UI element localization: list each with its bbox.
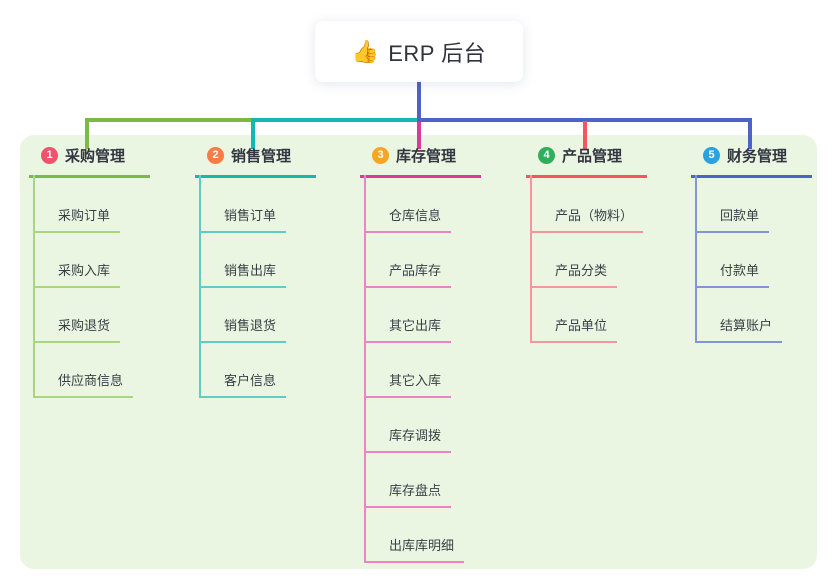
branches-panel <box>20 135 817 569</box>
sub-item[interactable]: 回款单 <box>695 205 770 233</box>
branch-title: 产品管理 <box>562 147 623 165</box>
sub-item[interactable]: 结算账户 <box>695 315 783 343</box>
sub-item[interactable]: 客户信息 <box>199 370 287 398</box>
branch-number-badge: 5 <box>703 146 720 164</box>
connector-branch3-drop <box>417 121 421 149</box>
sub-item[interactable]: 出库库明细 <box>364 535 465 563</box>
connector-branch5-horizontal <box>417 118 752 122</box>
branch-title: 采购管理 <box>65 147 126 165</box>
branch-number-badge: 4 <box>538 146 555 164</box>
branch-item-row: 仓库信息 <box>360 178 481 233</box>
connector-branch2-horizontal <box>251 118 421 122</box>
branch-item-row: 库存调拨 <box>360 398 481 453</box>
sub-item[interactable]: 产品库存 <box>364 260 452 288</box>
branch-header[interactable]: 1 采购管理 <box>29 135 150 178</box>
root-title: ERP 后台 <box>388 40 487 66</box>
connector-branch1-horizontal <box>85 118 255 122</box>
root-node[interactable]: 👍 ERP 后台 <box>315 21 523 82</box>
branch-column-2: 2 销售管理 销售订单销售出库销售退货客户信息 <box>195 135 316 398</box>
branch-item-row: 销售出库 <box>195 233 316 288</box>
branch-item-row: 产品（物料） <box>526 178 647 233</box>
sub-item[interactable]: 仓库信息 <box>364 205 452 233</box>
branch-column-1: 1 采购管理 采购订单采购入库采购退货供应商信息 <box>29 135 150 398</box>
sub-item[interactable]: 产品（物料） <box>530 205 644 233</box>
thumbs-up-icon: 👍 <box>351 38 380 64</box>
branch-item-row: 结算账户 <box>691 288 812 343</box>
branch-items: 产品（物料） 产品分类产品单位 <box>526 175 647 343</box>
sub-item[interactable]: 采购订单 <box>33 205 121 233</box>
branch-rail-line <box>530 175 532 343</box>
branch-item-row: 客户信息 <box>195 343 316 398</box>
sub-item[interactable]: 付款单 <box>695 260 770 288</box>
branch-rail-line <box>364 175 366 563</box>
branch-items: 回款单付款单结算账户 <box>691 175 812 343</box>
branch-column-3: 3 库存管理 仓库信息产品库存其它出库其它入库库存调拨库存盘点出库库明细 <box>360 135 481 563</box>
branch-item-row: 回款单 <box>691 178 812 233</box>
connector-root-stem <box>417 81 421 122</box>
sub-item[interactable]: 其它入库 <box>364 370 452 398</box>
branch-number-badge: 2 <box>207 146 224 164</box>
branch-item-row: 其它出库 <box>360 288 481 343</box>
branch-header[interactable]: 4 产品管理 <box>526 135 647 178</box>
branch-item-row: 采购入库 <box>29 233 150 288</box>
sub-item[interactable]: 销售退货 <box>199 315 287 343</box>
branch-item-row: 销售退货 <box>195 288 316 343</box>
connector-branch1-drop <box>85 118 89 149</box>
sub-item[interactable]: 采购入库 <box>33 260 121 288</box>
branch-items: 采购订单采购入库采购退货供应商信息 <box>29 175 150 398</box>
branch-item-row: 采购退货 <box>29 288 150 343</box>
branch-item-row: 销售订单 <box>195 178 316 233</box>
sub-item[interactable]: 其它出库 <box>364 315 452 343</box>
branch-column-5: 5 财务管理 回款单付款单结算账户 <box>691 135 812 343</box>
branch-item-row: 出库库明细 <box>360 508 481 563</box>
sub-item[interactable]: 产品分类 <box>530 260 618 288</box>
sub-item[interactable]: 销售订单 <box>199 205 287 233</box>
branch-title: 财务管理 <box>727 147 788 165</box>
branch-header[interactable]: 3 库存管理 <box>360 135 481 178</box>
connector-branch2-drop <box>251 118 255 149</box>
branch-items: 仓库信息产品库存其它出库其它入库库存调拨库存盘点出库库明细 <box>360 175 481 563</box>
branch-item-row: 其它入库 <box>360 343 481 398</box>
sub-item[interactable]: 供应商信息 <box>33 370 134 398</box>
branch-header[interactable]: 2 销售管理 <box>195 135 316 178</box>
branch-title: 销售管理 <box>231 147 292 165</box>
branch-column-4: 4 产品管理 产品（物料） 产品分类产品单位 <box>526 135 647 343</box>
sub-item[interactable]: 采购退货 <box>33 315 121 343</box>
sub-item[interactable]: 库存调拨 <box>364 425 452 453</box>
branch-header[interactable]: 5 财务管理 <box>691 135 812 178</box>
sub-item[interactable]: 销售出库 <box>199 260 287 288</box>
sub-item[interactable]: 库存盘点 <box>364 480 452 508</box>
branch-number-badge: 1 <box>41 146 58 164</box>
branch-item-row: 产品库存 <box>360 233 481 288</box>
branch-number-badge: 3 <box>372 146 389 164</box>
branch-item-row: 付款单 <box>691 233 812 288</box>
connector-branch5-drop <box>748 118 752 149</box>
branch-rail-line <box>695 175 697 343</box>
branch-items: 销售订单销售出库销售退货客户信息 <box>195 175 316 398</box>
branch-item-row: 产品单位 <box>526 288 647 343</box>
branch-title: 库存管理 <box>396 147 457 165</box>
branch-item-row: 采购订单 <box>29 178 150 233</box>
sub-item[interactable]: 产品单位 <box>530 315 618 343</box>
connector-branch4-drop <box>583 121 587 149</box>
branch-item-row: 库存盘点 <box>360 453 481 508</box>
branch-item-row: 供应商信息 <box>29 343 150 398</box>
branch-item-row: 产品分类 <box>526 233 647 288</box>
